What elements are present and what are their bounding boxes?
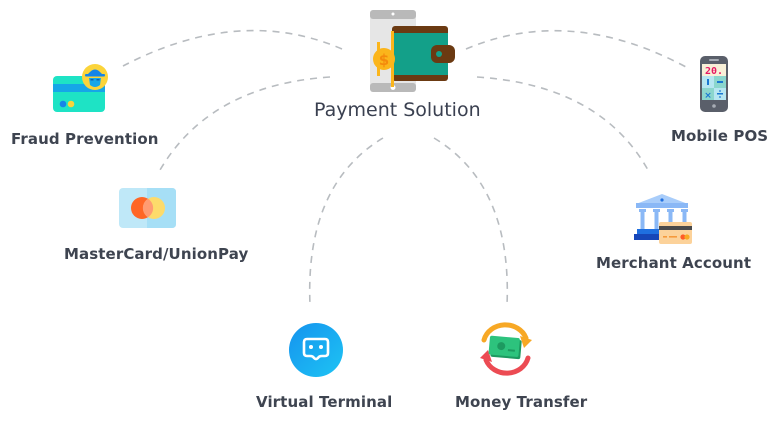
label-mobile-pos: Mobile POS bbox=[671, 127, 768, 145]
mastercard-icon bbox=[119, 188, 176, 228]
svg-text:×: × bbox=[704, 91, 712, 101]
label-mastercard-unionpay: MasterCard/UnionPay bbox=[64, 245, 249, 263]
bank-card-icon bbox=[634, 194, 692, 244]
wallet-phone-icon: $ bbox=[370, 10, 455, 92]
calculator-phone-icon: 20. × bbox=[700, 56, 728, 112]
label-money-transfer: Money Transfer bbox=[455, 393, 588, 411]
label-fraud-prevention: Fraud Prevention bbox=[11, 130, 159, 148]
label-virtual-terminal: Virtual Terminal bbox=[256, 393, 393, 411]
connector-mobile-pos bbox=[465, 29, 687, 68]
connector-fraud-prevention bbox=[122, 29, 343, 67]
money-exchange-icon bbox=[480, 322, 532, 376]
connector-money-transfer bbox=[433, 137, 509, 306]
vr-headset-icon bbox=[289, 323, 343, 377]
connector-merchant-account bbox=[476, 76, 649, 171]
svg-text:$: $ bbox=[379, 51, 389, 69]
center-label: Payment Solution bbox=[314, 99, 481, 121]
calculator-display: 20. bbox=[705, 66, 723, 77]
connector-mastercard bbox=[159, 76, 331, 171]
card-spy-icon bbox=[53, 64, 108, 112]
label-merchant-account: Merchant Account bbox=[596, 254, 752, 272]
connector-virtual-terminal bbox=[308, 137, 384, 306]
